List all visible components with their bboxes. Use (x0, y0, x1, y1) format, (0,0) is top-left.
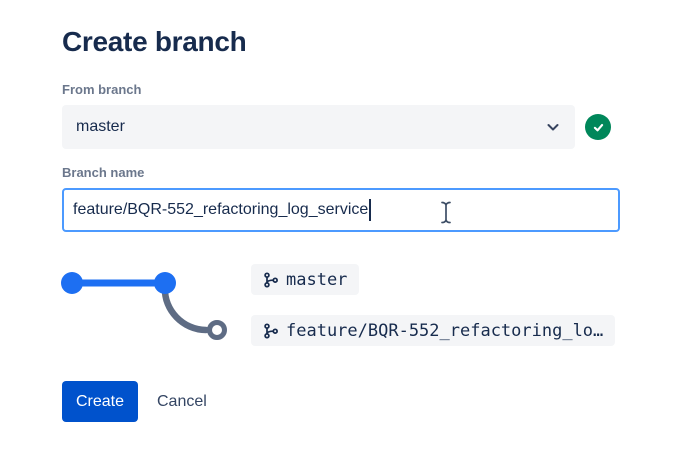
check-icon (593, 123, 603, 131)
page-title: Create branch (62, 26, 247, 57)
master-branch-tag: master (251, 264, 360, 295)
cancel-button[interactable]: Cancel (157, 381, 207, 422)
commit-dot (154, 272, 176, 294)
branch-name-label: Branch name (62, 165, 145, 180)
feature-branch-tag: feature/BQR-552_refactoring_lo… (251, 315, 616, 346)
from-branch-selected-value: master (76, 118, 125, 135)
text-caret (369, 199, 372, 221)
new-branch-node (207, 320, 227, 340)
branch-icon (263, 322, 279, 339)
branch-graph (61, 272, 227, 340)
from-branch-select[interactable]: master (62, 105, 575, 149)
master-branch-tag-label: master (286, 269, 348, 290)
i-beam-cursor-icon (441, 201, 451, 224)
branch-name-input[interactable]: feature/BQR-552_refactoring_log_service (62, 188, 620, 232)
commit-dot (61, 272, 83, 294)
feature-branch-tag-label: feature/BQR-552_refactoring_lo… (286, 320, 604, 341)
branch-icon (263, 271, 279, 288)
check-circle-icon (585, 114, 611, 140)
branch-name-value: feature/BQR-552_refactoring_log_service (73, 201, 369, 218)
chevron-down-icon (545, 119, 561, 135)
create-button[interactable]: Create (62, 381, 139, 422)
from-branch-label: From branch (62, 82, 142, 97)
